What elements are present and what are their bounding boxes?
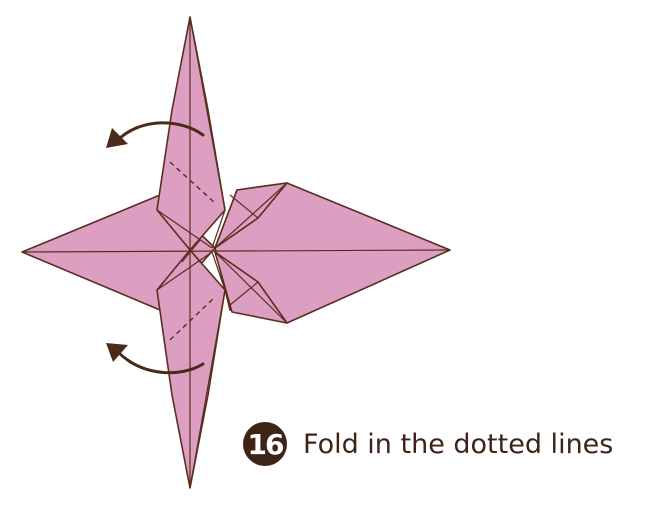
right-layer-line-4 [229, 281, 259, 306]
step-number-badge: 16 [243, 422, 287, 466]
horizontal-crease [21, 249, 451, 253]
fold-arrows [116, 121, 205, 375]
top-arrowhead-icon [106, 128, 128, 148]
step-caption: 16 Fold in the dotted lines [243, 422, 613, 466]
right-layer-line-3 [229, 194, 259, 219]
center-diagonal-2 [181, 239, 201, 263]
bottom-arrow-icon [116, 350, 205, 375]
top-flap-edge [156, 209, 213, 249]
bottom-flap-edge [156, 251, 213, 291]
step-instruction: Fold in the dotted lines [303, 428, 614, 460]
origami-model [21, 16, 451, 489]
bottom-arrowhead-icon [106, 343, 128, 362]
top-dotted-fold [169, 161, 216, 204]
bottom-dotted-fold [169, 296, 216, 341]
crease-lines [21, 16, 451, 489]
top-arrow-icon [116, 121, 205, 142]
top-inner-crease [189, 16, 226, 211]
right-layer-line-1 [214, 182, 288, 249]
top-flap-right-edge [211, 209, 226, 249]
dotted-fold-lines [169, 161, 216, 341]
bottom-inner-crease [189, 289, 226, 489]
bottom-flap-right-edge [211, 251, 226, 291]
arrow-heads [106, 128, 128, 362]
top-point [156, 16, 226, 251]
